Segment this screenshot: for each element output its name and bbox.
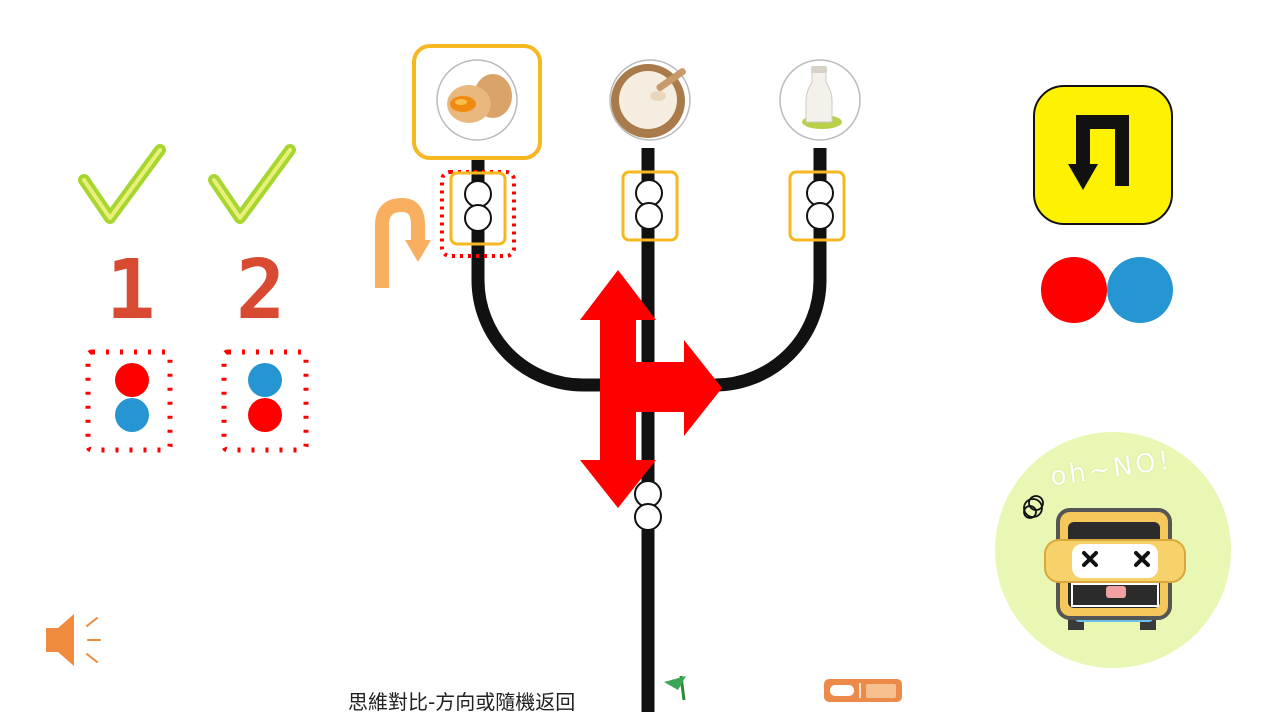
u-turn-arrow-icon bbox=[375, 197, 425, 288]
direction-arrows-icon bbox=[580, 270, 722, 508]
return-arrow-icon bbox=[1068, 115, 1129, 190]
junction-center[interactable] bbox=[621, 170, 679, 242]
sequence-2-dots bbox=[221, 349, 309, 453]
robot-x-eyes bbox=[1082, 551, 1150, 567]
junction-frame bbox=[449, 171, 507, 246]
junction-right[interactable] bbox=[788, 170, 846, 242]
return-button[interactable] bbox=[1033, 85, 1173, 225]
robot-mouth bbox=[1106, 586, 1126, 598]
slide-caption: 思維對比-方向或隨機返回 bbox=[348, 690, 576, 714]
track-lines bbox=[471, 148, 827, 712]
junction-node bbox=[635, 202, 663, 230]
robot-illustration bbox=[995, 432, 1231, 668]
junction-dotted-outline bbox=[440, 170, 516, 258]
junction-node bbox=[634, 503, 662, 531]
milk-bottle-icon bbox=[802, 66, 842, 129]
junction-node bbox=[806, 202, 834, 230]
red-dot bbox=[115, 363, 149, 397]
sequence-2-label: 2 bbox=[236, 243, 286, 338]
sequence-1-label: 1 bbox=[106, 243, 156, 338]
junction-left[interactable] bbox=[440, 170, 516, 258]
eggs-icon bbox=[447, 74, 512, 123]
junction-node bbox=[464, 204, 492, 232]
check-icon-1 bbox=[78, 144, 166, 224]
speaker-icon[interactable] bbox=[46, 614, 101, 666]
u-turn-arrow-head bbox=[405, 240, 431, 262]
red-dot bbox=[248, 398, 282, 432]
green-flag-icon[interactable] bbox=[664, 675, 686, 701]
junction-bottom[interactable] bbox=[634, 480, 662, 531]
legend-dots bbox=[1041, 257, 1173, 323]
logo-badge-icon bbox=[824, 679, 902, 702]
legend-blue-dot bbox=[1107, 257, 1173, 323]
ingredient-eggs[interactable] bbox=[412, 44, 542, 160]
junction-frame bbox=[621, 170, 679, 242]
ingredient-flour[interactable] bbox=[609, 59, 691, 141]
blue-dot bbox=[115, 398, 149, 432]
flour-bowl-icon bbox=[611, 64, 686, 138]
track-right bbox=[690, 148, 827, 392]
junction-node bbox=[464, 180, 492, 208]
legend-red-dot bbox=[1041, 257, 1107, 323]
robot-panel bbox=[1071, 583, 1159, 607]
sequence-1-dots bbox=[85, 349, 173, 453]
track-left bbox=[471, 148, 615, 392]
check-icon-2 bbox=[208, 144, 296, 224]
junction-frame bbox=[788, 170, 846, 242]
scribble-icon bbox=[1023, 495, 1044, 519]
ingredient-milk[interactable] bbox=[779, 59, 861, 141]
blue-dot bbox=[248, 363, 282, 397]
